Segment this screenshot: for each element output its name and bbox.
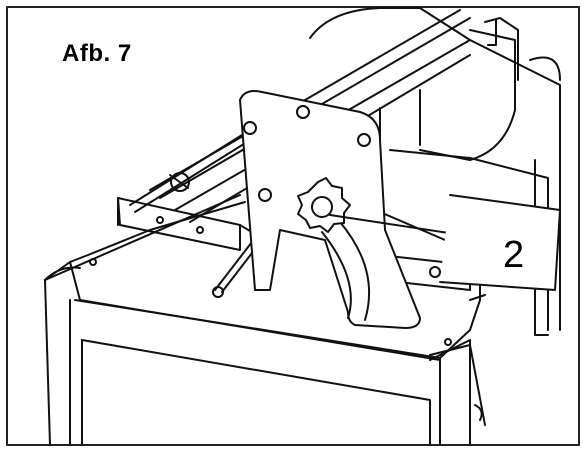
curved-slot — [321, 221, 371, 321]
mounting-bolts — [243, 105, 371, 202]
figure-title: Afb. 7 — [62, 40, 132, 67]
left-foot — [44, 258, 97, 281]
adjustment-knob — [297, 177, 351, 233]
callout-leader — [329, 194, 561, 291]
table-frame — [44, 194, 486, 446]
callout-label-2: 2 — [503, 234, 525, 276]
right-foot — [429, 338, 486, 426]
support-rod — [129, 129, 256, 213]
